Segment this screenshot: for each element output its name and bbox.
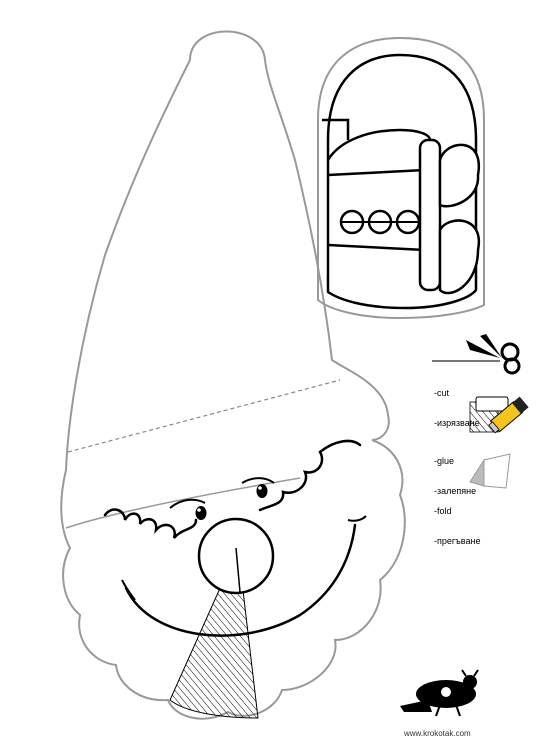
beard-curls	[103, 439, 362, 539]
legend-glue: -glue -залепяне	[434, 436, 476, 506]
legend-cut-bg: -изрязване	[434, 418, 480, 428]
legend-fold-en: -fold	[434, 506, 452, 516]
mouth	[124, 523, 357, 637]
glue-stick-icon	[469, 396, 529, 434]
footer-url[interactable]: www.krokotak.com	[404, 729, 471, 738]
santa-cutout-outline	[60, 30, 406, 720]
legend-glue-en: -glue	[434, 456, 455, 466]
right-eyebrow	[241, 477, 275, 484]
legend-fold: -fold -прегъване	[434, 486, 480, 556]
legend-glue-bg: -залепяне	[434, 486, 477, 496]
legend-fold-bg: -прегъване	[434, 536, 481, 546]
fold-icon	[469, 453, 511, 489]
fold-line	[67, 379, 341, 453]
left-eye	[195, 506, 207, 520]
santa-body-piece	[317, 36, 485, 320]
legend-cut: -cut -изрязване	[434, 368, 480, 438]
krokotak-logo	[400, 669, 479, 717]
scissors-icon	[432, 334, 521, 375]
legend-cut-en: -cut	[434, 388, 450, 398]
right-eye	[256, 484, 268, 498]
left-eyebrow	[169, 498, 206, 509]
